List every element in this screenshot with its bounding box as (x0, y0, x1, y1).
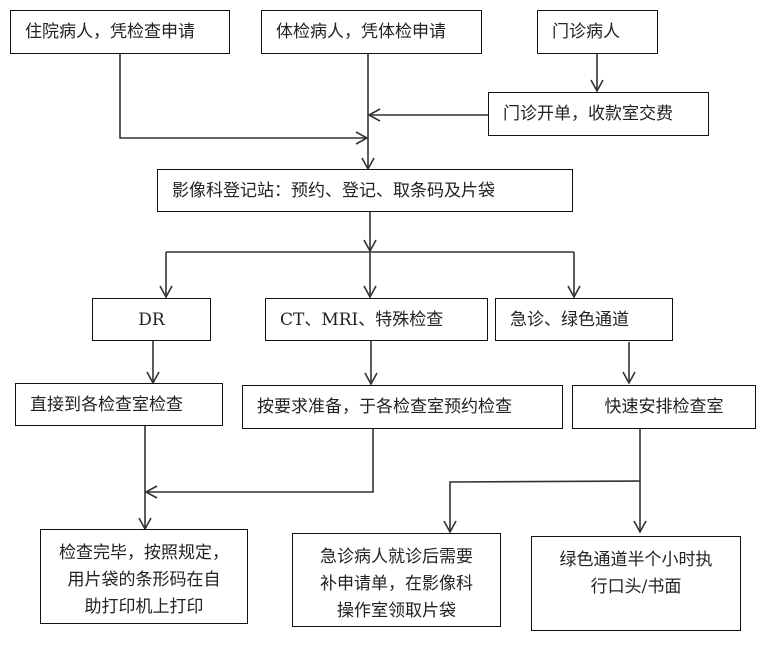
node-outpatient-billing: 门诊开单，收款室交费 (488, 92, 709, 136)
green-channel-line-2: 行口头/书面 (590, 577, 682, 597)
node-registration: 影像科登记站：预约、登记、取条码及片袋 (157, 169, 573, 212)
node-ct-mri: CT、MRI、特殊检查 (265, 298, 488, 341)
node-emergency: 急诊、绿色通道 (495, 298, 673, 341)
green-channel-line-1: 绿色通道半个小时执 (559, 550, 713, 570)
emergency-followup-line-2: 补申请单，在影像科 (320, 574, 473, 594)
node-outpatient: 门诊病人 (537, 10, 658, 54)
node-dr: DR (92, 298, 211, 341)
node-fast-arrange: 快速安排检查室 (572, 385, 756, 429)
node-dr-direct: 直接到各检查室检查 (15, 383, 223, 426)
node-ct-prepare: 按要求准备，于各检查室预约检查 (242, 385, 563, 429)
node-green-channel: 绿色通道半个小时执 行口头/书面 (531, 536, 741, 631)
print-result-line-2: 用片袋的条形码在自 (67, 570, 221, 590)
emergency-followup-line-1: 急诊病人就诊后需要 (320, 547, 473, 567)
emergency-followup-line-3: 操作室领取片袋 (337, 601, 456, 621)
node-print-result: 检查完毕，按照规定， 用片袋的条形码在自 助打印机上打印 (40, 529, 248, 624)
edge-fast-to-followup (443, 480, 641, 534)
node-inpatient: 住院病人，凭检查申请 (10, 10, 230, 54)
edge-prepare-to-print (144, 429, 374, 499)
edge-inpatient-to-registration (119, 54, 369, 145)
print-result-line-1: 检查完毕，按照规定， (59, 543, 229, 563)
print-result-line-3: 助打印机上打印 (84, 597, 204, 617)
node-physical-exam: 体检病人，凭体检申请 (261, 10, 482, 54)
node-emergency-followup: 急诊病人就诊后需要 补申请单，在影像科 操作室领取片袋 (292, 533, 501, 627)
